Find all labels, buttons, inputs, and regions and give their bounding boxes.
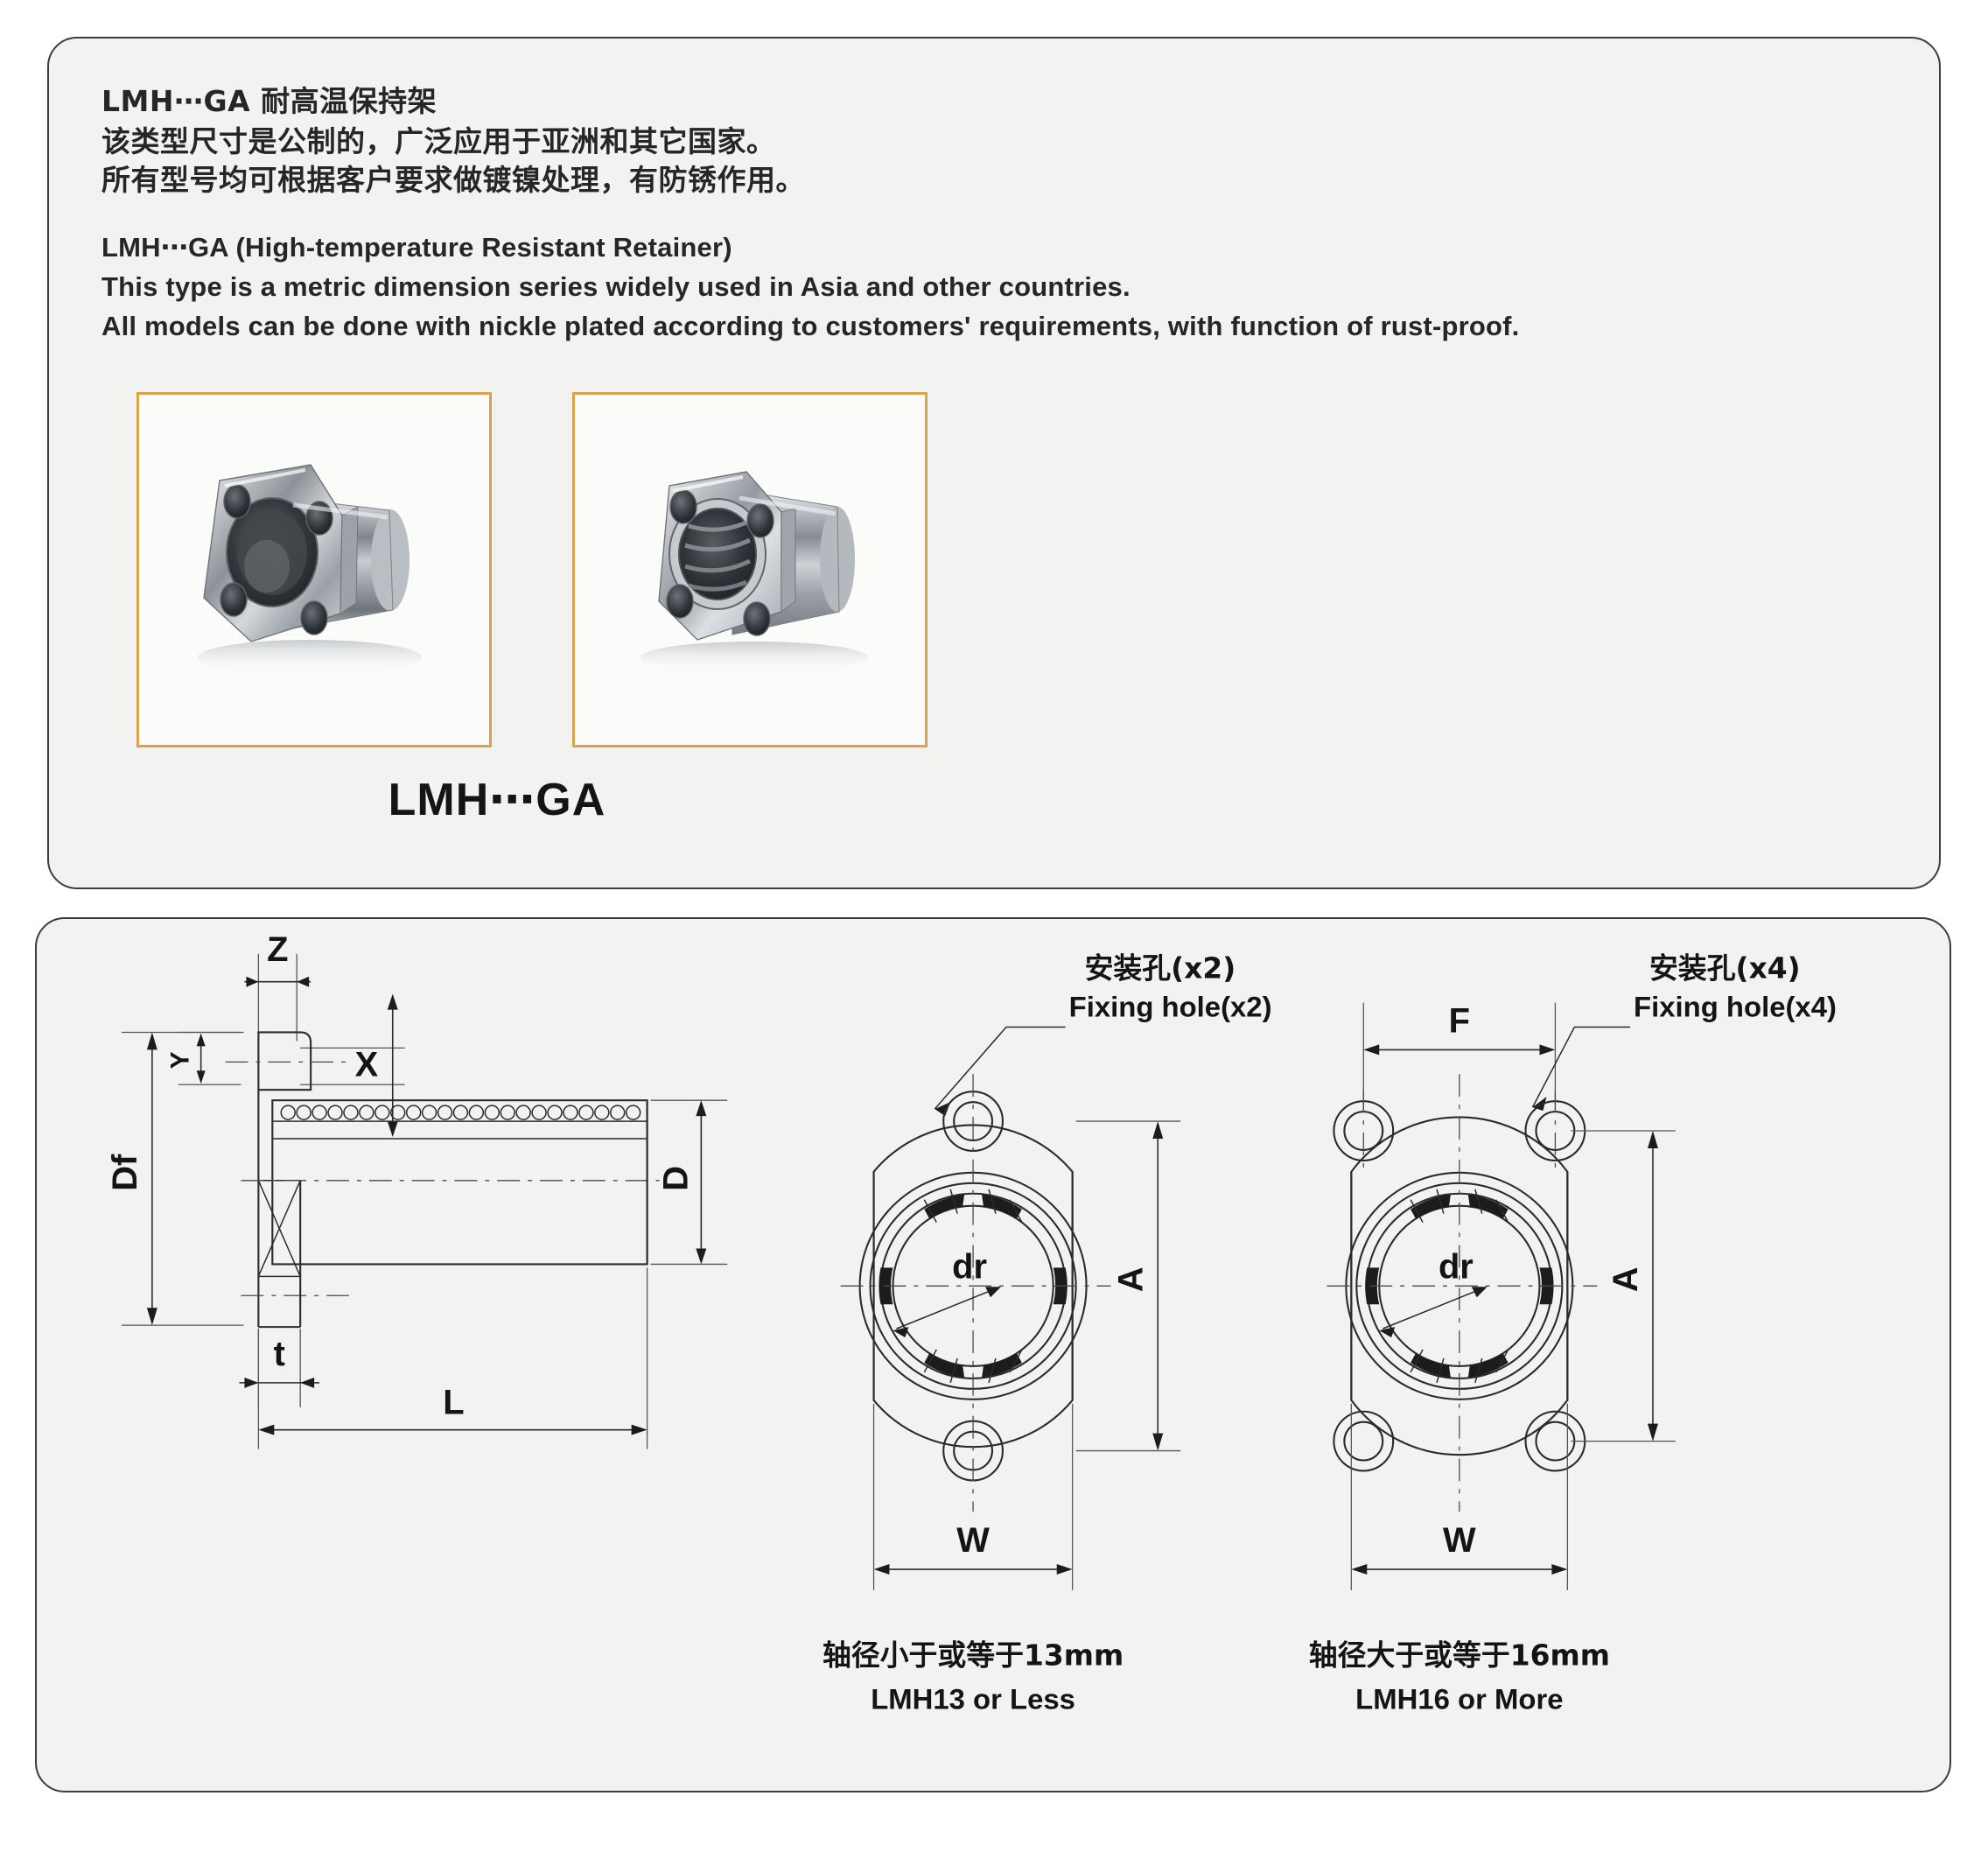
dim-label-d: D <box>656 1166 695 1191</box>
caption-lmh16-en: LMH16 or More <box>1355 1682 1563 1715</box>
raceway-ticks-x4 <box>1410 1189 1509 1384</box>
english-heading: LMH⋯GA (High-temperature Resistant Retai… <box>102 232 732 263</box>
drawing-canvas: Df Y Z <box>37 919 1950 1791</box>
description-panel: LMH⋯GA 耐高温保持架 该类型尺寸是公制的，广泛应用于亚洲和其它国家。 所有… <box>47 37 1941 889</box>
bore-label-dr-small: dr <box>952 1247 987 1286</box>
dim-label-f: F <box>1449 1001 1470 1040</box>
caption-lmh13-cn: 轴径小于或等于13mm <box>822 1638 1124 1673</box>
english-line-3: All models can be done with nickle plate… <box>102 311 1520 341</box>
front-view-4-hole-group: F 安装孔(x4) Fixing hole(x4) <box>1309 951 1837 1715</box>
dim-label-z: Z <box>267 930 288 969</box>
bore-label-dr-large: dr <box>1438 1247 1474 1286</box>
dim-label-a-large: A <box>1606 1267 1645 1293</box>
english-line-2: This type is a metric dimension series w… <box>102 271 1130 302</box>
callout-fixing-hole-x2-en: Fixing hole(x2) <box>1069 991 1272 1023</box>
technical-drawing-panel: Df Y Z <box>35 917 1951 1792</box>
bearing-angled-illustration <box>139 395 489 745</box>
caption-lmh16-cn: 轴径大于或等于16mm <box>1309 1638 1610 1673</box>
product-photo-front <box>572 392 928 747</box>
ball-train <box>280 1105 641 1120</box>
engineering-drawing-svg: Df Y Z <box>106 930 1837 1715</box>
english-text-block: LMH⋯GA (High-temperature Resistant Retai… <box>102 228 1816 346</box>
product-photo-angled <box>136 392 492 747</box>
caption-lmh13-en: LMH13 or Less <box>871 1682 1075 1715</box>
dim-label-w-large: W <box>1443 1521 1476 1560</box>
callout-fixing-hole-x4-en: Fixing hole(x4) <box>1634 991 1837 1023</box>
dim-label-df: Df <box>106 1154 144 1191</box>
chinese-line-3: 所有型号均可根据客户要求做镀镍处理，有防锈作用。 <box>102 163 805 197</box>
product-model-label: LMH⋯GA <box>388 775 606 825</box>
description-text-block: LMH⋯GA 耐高温保持架 该类型尺寸是公制的，广泛应用于亚洲和其它国家。 所有… <box>102 82 1816 346</box>
dim-label-t: t <box>274 1335 285 1373</box>
bearing-front-illustration <box>575 395 925 745</box>
section-view-group: Df Y Z <box>106 930 728 1449</box>
dim-label-x: X <box>355 1045 379 1084</box>
dim-label-y: Y <box>166 1051 195 1069</box>
chinese-heading: LMH⋯GA 耐高温保持架 <box>102 84 438 118</box>
chinese-line-2: 该类型尺寸是公制的，广泛应用于亚洲和其它国家。 <box>102 124 776 158</box>
dim-label-l: L <box>443 1384 464 1422</box>
callout-fixing-hole-x2-cn: 安装孔(x2) <box>1085 951 1236 986</box>
raceway-ticks-x2 <box>923 1189 1023 1384</box>
dim-label-a-small: A <box>1111 1267 1150 1293</box>
callout-fixing-hole-x4-cn: 安装孔(x4) <box>1649 951 1801 986</box>
dim-label-w-small: W <box>956 1521 990 1560</box>
front-view-2-hole-group: 安装孔(x2) Fixing hole(x2) <box>822 951 1272 1715</box>
